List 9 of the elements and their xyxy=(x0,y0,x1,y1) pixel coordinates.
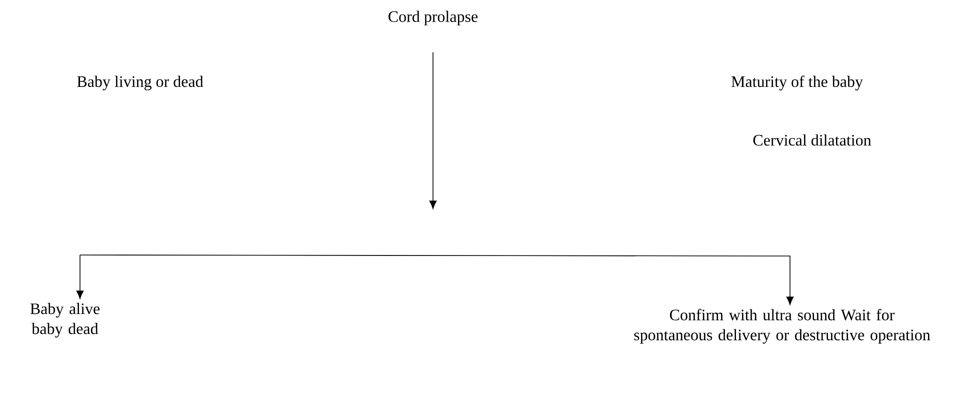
node-text: Confirm with ultra sound Wait for spontaneous delivery or destructive operation xyxy=(634,308,930,344)
label: Baby living or dead xyxy=(77,76,204,90)
label: Maturity of the baby xyxy=(731,76,863,90)
arrow xyxy=(80,254,794,305)
node-text: Cord prolapse xyxy=(388,10,478,26)
arrow xyxy=(76,254,84,299)
node-text: Baby alive baby dead xyxy=(30,302,100,338)
arrow xyxy=(429,52,437,209)
label: Cervical dilatation xyxy=(753,134,872,146)
